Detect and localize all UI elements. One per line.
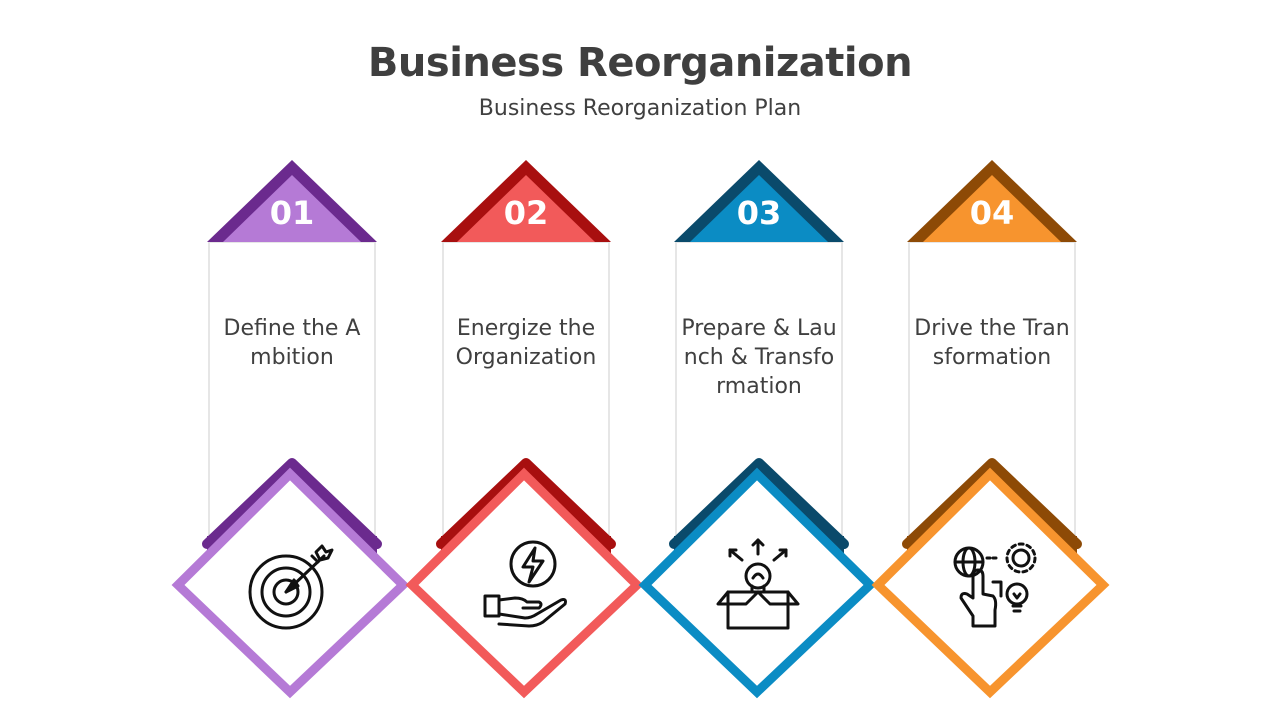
hand-energy-icon: [483, 540, 567, 628]
step-card-1: 01 Define the Ambition: [171, 158, 410, 699]
page-subtitle: Business Reorganization Plan: [478, 96, 802, 121]
step-1-number: 01: [269, 194, 315, 232]
step-card-3: 03 Prepare & Launch & Transformation: [638, 158, 877, 699]
step-3-number: 03: [736, 194, 782, 232]
idea-box-icon: [716, 538, 800, 630]
step-4-label: Drive the Transformation: [914, 316, 1070, 370]
digital-transformation-icon: [953, 542, 1037, 628]
step-4-frame: [871, 160, 1110, 699]
step-2-label: Energize the Organization: [455, 316, 597, 370]
step-card-4: 04 Drive the Transformation: [871, 158, 1110, 699]
step-3-label: Prepare & Launch & Transformation: [681, 316, 837, 399]
step-1-label: Define the Ambition: [223, 316, 361, 370]
page-title: Business Reorganization: [367, 40, 913, 86]
step-2-number: 02: [503, 194, 549, 232]
step-card-2: 02 Energize the Organization: [405, 158, 644, 699]
target-dart-icon: [248, 544, 334, 630]
step-4-number: 04: [969, 194, 1015, 232]
step-1-frame: [171, 160, 410, 699]
